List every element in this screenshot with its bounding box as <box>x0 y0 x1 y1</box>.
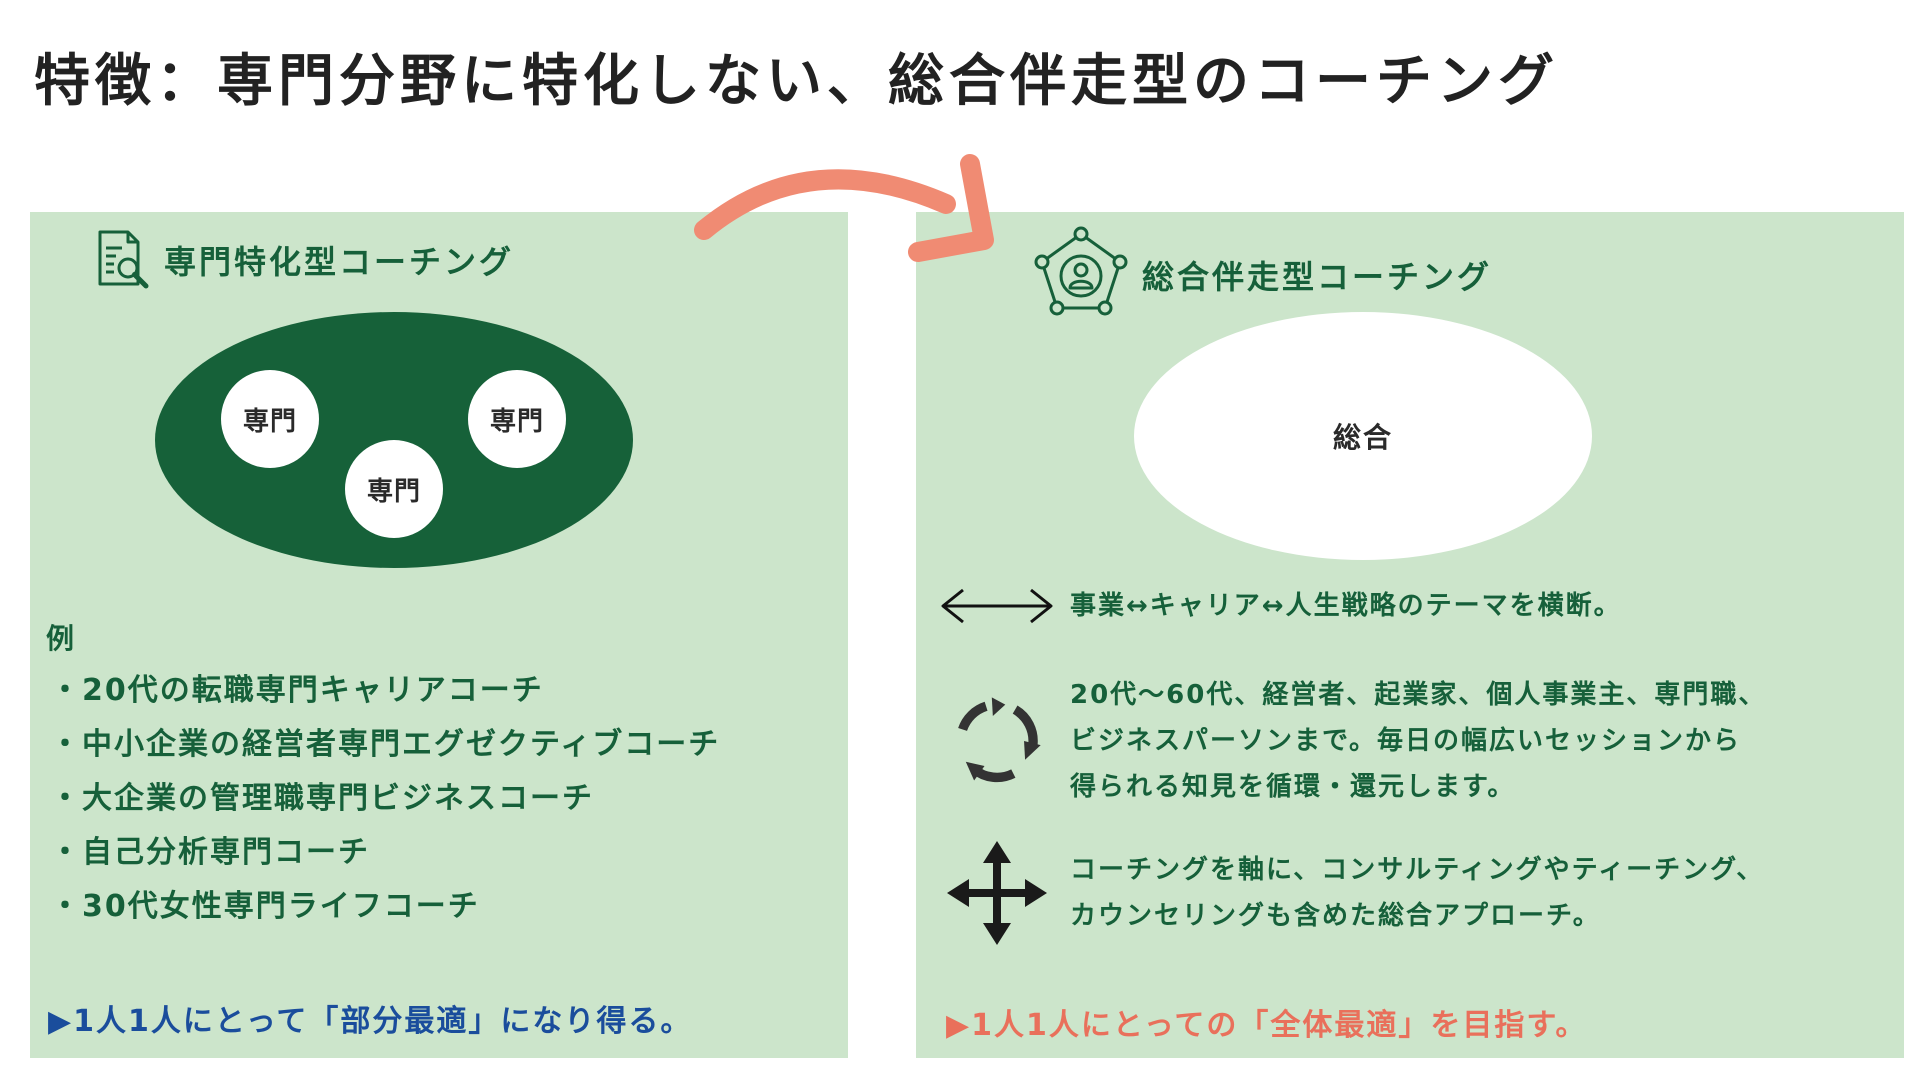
feature-line: 事業↔キャリア↔人生戦略のテーマを横断。 <box>1070 591 1622 621</box>
specialty-bubble: 専門 <box>221 370 319 468</box>
specialized-coaching-panel: 専門特化型コーチング 専門 専門 専門 例 ・20代の転職専門キャリアコーチ ・… <box>30 212 848 1058</box>
page-title: 特徴：専門分野に特化しない、総合伴走型のコーチング <box>34 49 1559 114</box>
specialized-conclusion: ▶1人1人にとって「部分最適」になり得る。 <box>48 996 692 1040</box>
feature-text: コーチングを軸に、コンサルティングやティーチング、 カウンセリングも含めた総合ア… <box>1070 847 1764 939</box>
specialty-bubble: 専門 <box>468 370 566 468</box>
document-search-icon <box>98 230 149 289</box>
curved-arrow-icon <box>694 154 994 262</box>
holistic-header: 総合伴走型コーチング <box>1030 224 1492 326</box>
example-item: ・自己分析専門コーチ <box>50 835 370 870</box>
feature-cross-domain: 事業↔キャリア↔人生戦略のテーマを横断。 <box>932 578 1622 634</box>
feature-line: カウンセリングも含めた総合アプローチ。 <box>1070 901 1601 931</box>
network-person-icon <box>1034 226 1128 316</box>
examples-heading: 例 <box>46 622 75 655</box>
holistic-conclusion: ▶1人1人にとっての「全体最適」を目指す。 <box>946 1000 1587 1044</box>
specialized-header: 専門特化型コーチング <box>90 228 514 292</box>
feature-knowledge-cycle: 20代〜60代、経営者、起業家、個人事業主、専門職、 ビジネスパーソンまで。毎日… <box>932 672 1766 810</box>
feature-line: 得られる知見を循環・還元します。 <box>1070 772 1516 802</box>
feature-text: 事業↔キャリア↔人生戦略のテーマを横断。 <box>1070 583 1622 629</box>
four-way-arrows-icon <box>932 838 1062 948</box>
conclusion-prefix: ▶1人1人にとって <box>48 1004 309 1039</box>
feature-text: 20代〜60代、経営者、起業家、個人事業主、専門職、 ビジネスパーソンまで。毎日… <box>1070 672 1766 810</box>
example-item: ・大企業の管理職専門ビジネスコーチ <box>50 781 594 816</box>
specialty-cluster: 専門 専門 専門 <box>155 312 633 568</box>
holistic-oval: 総合 <box>1134 312 1592 560</box>
holistic-header-label: 総合伴走型コーチング <box>1142 258 1493 296</box>
examples-list: ・20代の転職専門キャリアコーチ ・中小企業の経営者専門エグゼクティブコーチ ・… <box>50 664 720 934</box>
feature-line: ビジネスパーソンまで。毎日の幅広いセッションから <box>1070 726 1741 756</box>
double-arrow-icon <box>932 578 1062 634</box>
cycle-arrows-icon <box>932 672 1062 810</box>
conclusion-highlight: 「部分最適」 <box>308 1004 501 1039</box>
feature-line: 20代〜60代、経営者、起業家、個人事業主、専門職、 <box>1070 680 1767 710</box>
conclusion-suffix: を目指す。 <box>1430 1008 1588 1043</box>
conclusion-suffix: になり得る。 <box>500 1004 693 1039</box>
feature-integrated-approach: コーチングを軸に、コンサルティングやティーチング、 カウンセリングも含めた総合ア… <box>932 838 1764 948</box>
specialized-header-label: 専門特化型コーチング <box>164 243 515 281</box>
example-item: ・20代の転職専門キャリアコーチ <box>50 673 544 708</box>
example-item: ・30代女性専門ライフコーチ <box>50 889 480 924</box>
specialty-bubble: 専門 <box>345 440 443 538</box>
conclusion-prefix: ▶1人1人にとっての <box>946 1008 1239 1043</box>
holistic-coaching-panel: 総合伴走型コーチング 総合 事業↔キャリア↔人生戦略のテーマを横断。 <box>916 212 1904 1058</box>
conclusion-highlight: 「全体最適」 <box>1238 1008 1431 1043</box>
example-item: ・中小企業の経営者専門エグゼクティブコーチ <box>50 727 721 762</box>
feature-line: コーチングを軸に、コンサルティングやティーチング、 <box>1070 855 1765 885</box>
